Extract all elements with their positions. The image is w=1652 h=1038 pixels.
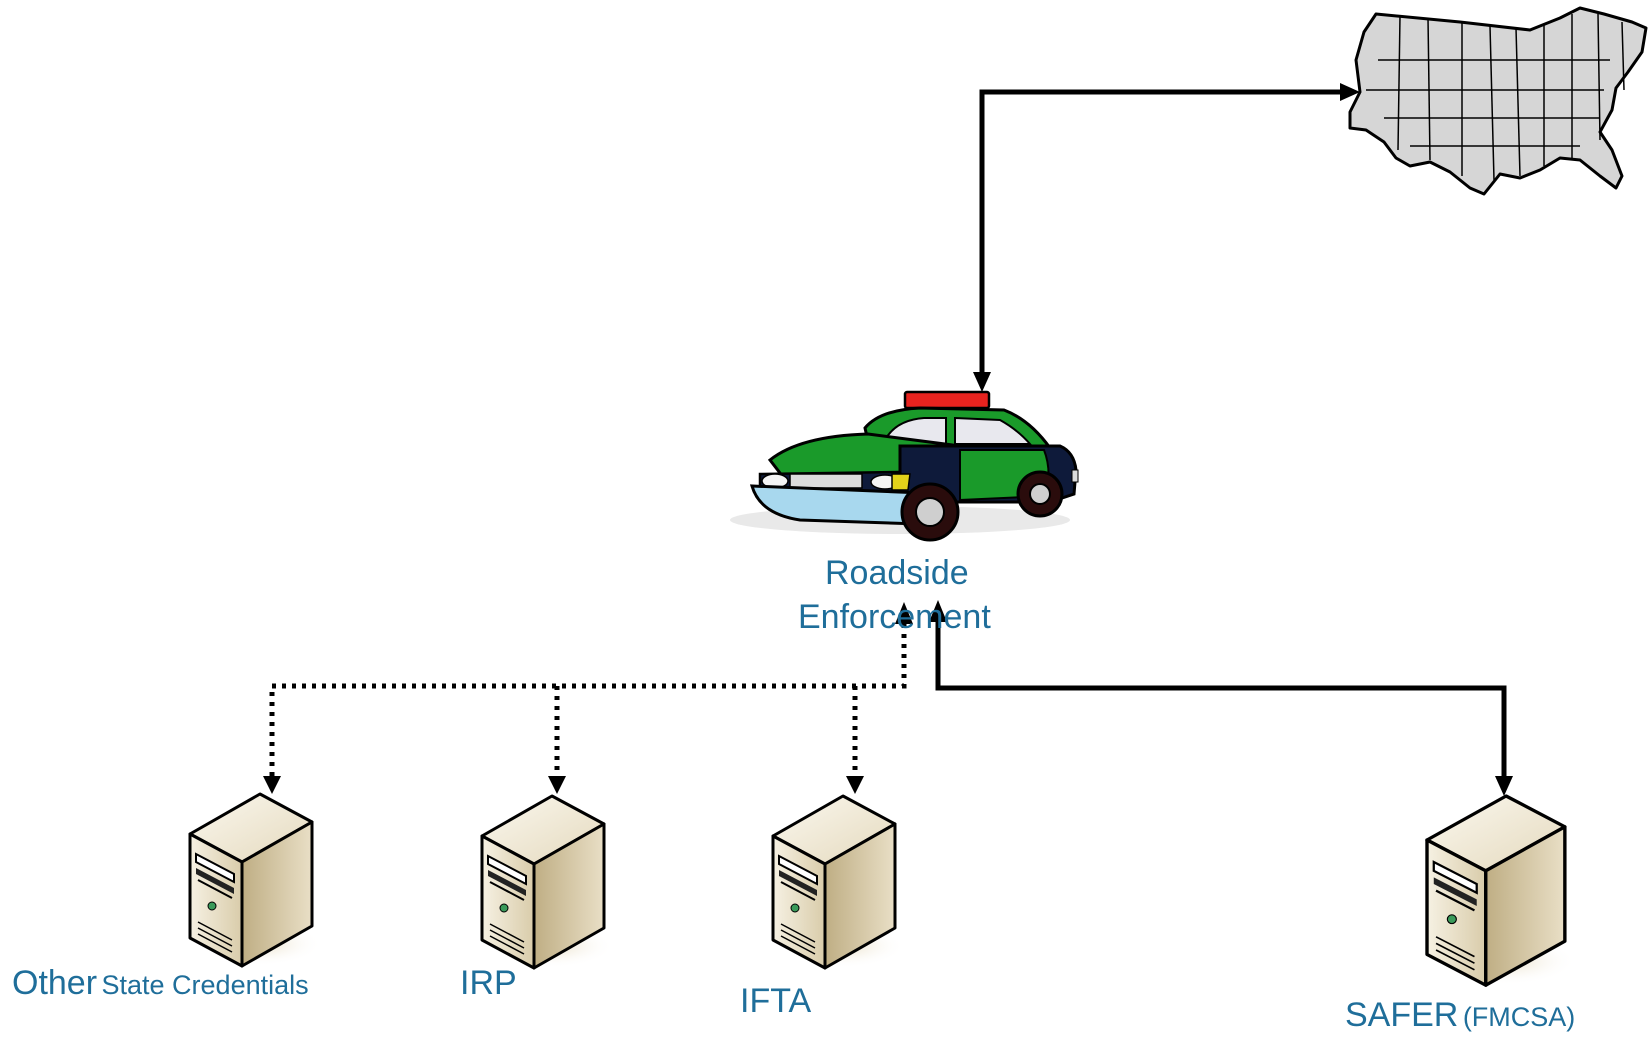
connector-roadside-states	[263, 602, 913, 794]
connector-roadside-usmap	[973, 83, 1360, 392]
server-icon-irp	[480, 794, 616, 970]
safer-label-main: SAFER	[1345, 996, 1459, 1034]
safer-label-sub: (FMCSA)	[1462, 1002, 1576, 1032]
server-icon-safer	[1425, 794, 1578, 987]
safer-label: SAFER (FMCSA)	[1345, 998, 1575, 1032]
other-label-sub: State Credentials	[101, 970, 309, 1000]
server-icon-ifta	[771, 794, 907, 970]
roadside-label-line1: Roadside	[825, 554, 969, 592]
other-state-credentials-label: Other State Credentials	[12, 966, 309, 1000]
other-label-main: Other	[12, 964, 98, 1002]
police-car-icon	[730, 390, 1079, 542]
roadside-label-line2: Enforcement	[798, 598, 991, 636]
us-map-icon	[1348, 6, 1648, 196]
connector-roadside-safer	[929, 600, 1513, 796]
irp-label: IRP	[460, 964, 517, 1002]
server-icon-other	[188, 792, 324, 968]
ifta-label: IFTA	[740, 982, 812, 1020]
